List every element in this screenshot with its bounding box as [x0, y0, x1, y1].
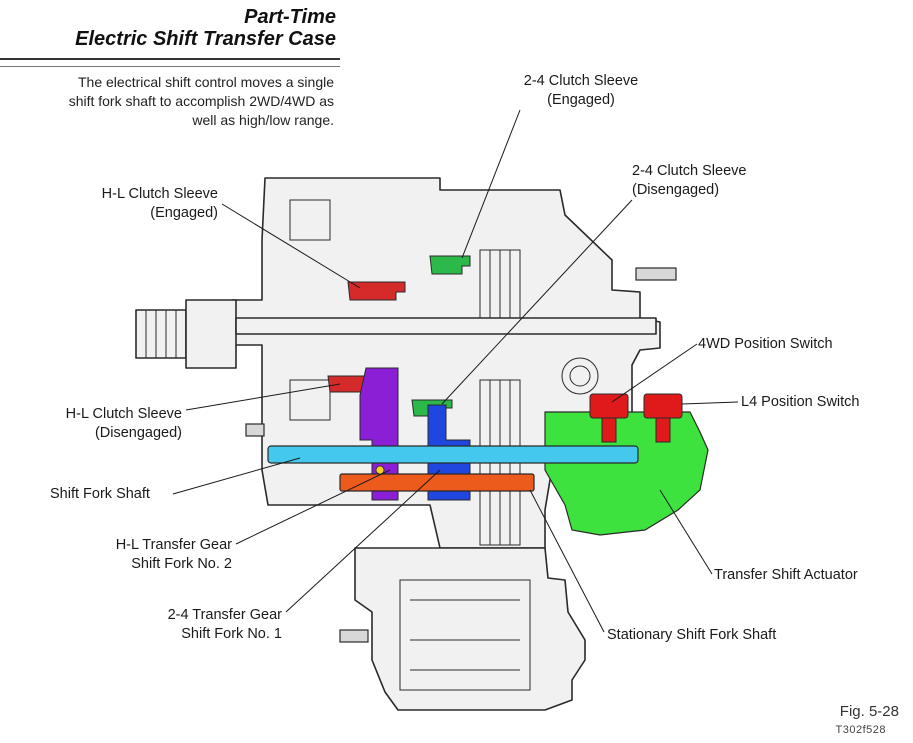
detent-ball	[375, 465, 385, 475]
l4-switch-stem	[655, 417, 671, 443]
label-hl-fork-line1: H-L Transfer Gear	[115, 537, 232, 553]
leader-24-engaged	[461, 109, 521, 259]
label-hl-disengaged-line2: (Disengaged)	[94, 425, 182, 441]
label-24-fork-line1: 2-4 Transfer Gear	[167, 607, 282, 623]
label-transfer-shift-actuator: Transfer Shift Actuator	[714, 567, 858, 583]
leader-hl-disengaged	[185, 383, 341, 411]
leader-l4-switch	[681, 401, 739, 405]
leader-shift-fork-shaft	[172, 457, 301, 495]
label-hl-fork-line2: Shift Fork No. 2	[131, 556, 232, 572]
intro-line-3: well as high/low range.	[192, 112, 334, 128]
shift-fork-shaft	[267, 445, 639, 464]
label-24-sleeve-disengaged: 2-4 Clutch Sleeve (Disengaged)	[632, 162, 746, 200]
title-line-1: Part-Time	[244, 6, 336, 28]
4wd-switch-stem	[601, 417, 617, 443]
label-24-engaged-line1: 2-4 Clutch Sleeve	[523, 73, 639, 89]
label-stationary-shift-fork-shaft: Stationary Shift Fork Shaft	[607, 627, 777, 643]
24-sleeve-engaged	[429, 255, 471, 275]
leader-stationary-shaft	[529, 489, 605, 633]
label-hl-engaged-line1: H-L Clutch Sleeve	[101, 186, 218, 202]
leader-24-fork	[285, 469, 441, 613]
hl-shift-fork	[359, 367, 399, 501]
title-rule	[0, 58, 340, 60]
intro-rule	[0, 66, 340, 67]
label-hl-shift-fork: H-L Transfer Gear Shift Fork No. 2	[80, 536, 232, 574]
label-hl-sleeve-disengaged: H-L Clutch Sleeve (Disengaged)	[20, 405, 182, 443]
leader-lines	[172, 109, 739, 633]
label-24-sleeve-engaged: 2-4 Clutch Sleeve (Engaged)	[507, 72, 655, 110]
leader-4wd-switch	[611, 343, 698, 403]
stationary-shift-fork-shaft	[339, 473, 535, 492]
intro-line-1: The electrical shift control moves a sin…	[78, 74, 334, 90]
label-hl-engaged-line2: (Engaged)	[150, 205, 218, 221]
label-24-disengaged-line1: 2-4 Clutch Sleeve	[632, 163, 747, 179]
label-hl-sleeve-engaged: H-L Clutch Sleeve (Engaged)	[56, 185, 218, 223]
label-24-engaged-line2: (Engaged)	[547, 92, 615, 108]
label-l4-position-switch: L4 Position Switch	[741, 394, 860, 410]
leader-24-disengaged	[441, 199, 633, 405]
internal-linework	[145, 199, 599, 691]
intro-text: The electrical shift control moves a sin…	[0, 73, 334, 130]
title-line-2: Electric Shift Transfer Case	[75, 28, 336, 50]
leader-hl-engaged	[221, 203, 361, 289]
position-switches	[589, 393, 683, 443]
label-4wd-position-switch: 4WD Position Switch	[698, 336, 833, 352]
leader-hl-fork	[235, 469, 391, 545]
l4-position-switch	[643, 393, 683, 419]
label-24-disengaged-line2: (Disengaged)	[632, 182, 720, 198]
label-24-shift-fork: 2-4 Transfer Gear Shift Fork No. 1	[130, 606, 282, 644]
4wd-position-switch	[589, 393, 629, 419]
figure-code: T302f528	[835, 724, 886, 736]
label-shift-fork-shaft: Shift Fork Shaft	[50, 486, 150, 502]
title-block: Part-Time Electric Shift Transfer Case	[0, 6, 336, 50]
label-24-fork-line2: Shift Fork No. 1	[181, 626, 282, 642]
label-hl-disengaged-line1: H-L Clutch Sleeve	[65, 406, 182, 422]
hl-sleeve-engaged	[347, 281, 406, 301]
figure-number: Fig. 5-28	[839, 703, 899, 720]
intro-line-2: shift fork shaft to accomplish 2WD/4WD a…	[68, 93, 334, 109]
transfer-shift-actuator	[544, 411, 709, 536]
leader-actuator	[659, 489, 713, 575]
bolts	[245, 267, 677, 643]
